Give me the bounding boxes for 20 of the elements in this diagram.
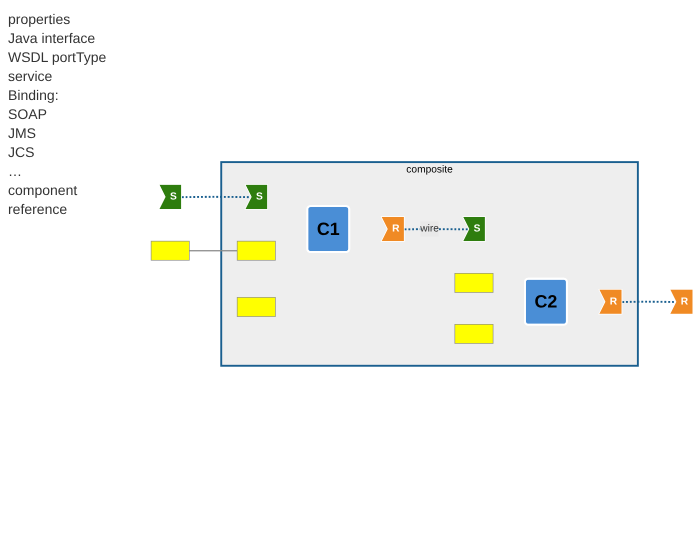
note-label: JCS <box>8 144 36 160</box>
note-label: component <box>8 182 78 198</box>
note-label: properties <box>8 11 72 27</box>
connector <box>182 195 252 198</box>
note-label: SOAP <box>8 106 48 122</box>
note-label: WSDL portType <box>8 49 108 65</box>
connector <box>189 250 238 251</box>
note-label: service <box>8 68 54 84</box>
edge-label: wire <box>420 222 439 234</box>
note-label: JMS <box>8 125 37 141</box>
note-label: … <box>8 163 23 179</box>
node-box <box>454 272 494 292</box>
note-label: Binding: <box>8 87 60 103</box>
node-box <box>454 324 494 344</box>
connector <box>622 300 676 303</box>
node-box <box>236 296 276 316</box>
node-box <box>236 240 276 260</box>
node-box <box>150 240 190 260</box>
note-label: Java interface <box>8 30 96 46</box>
note-label: reference <box>8 201 68 217</box>
